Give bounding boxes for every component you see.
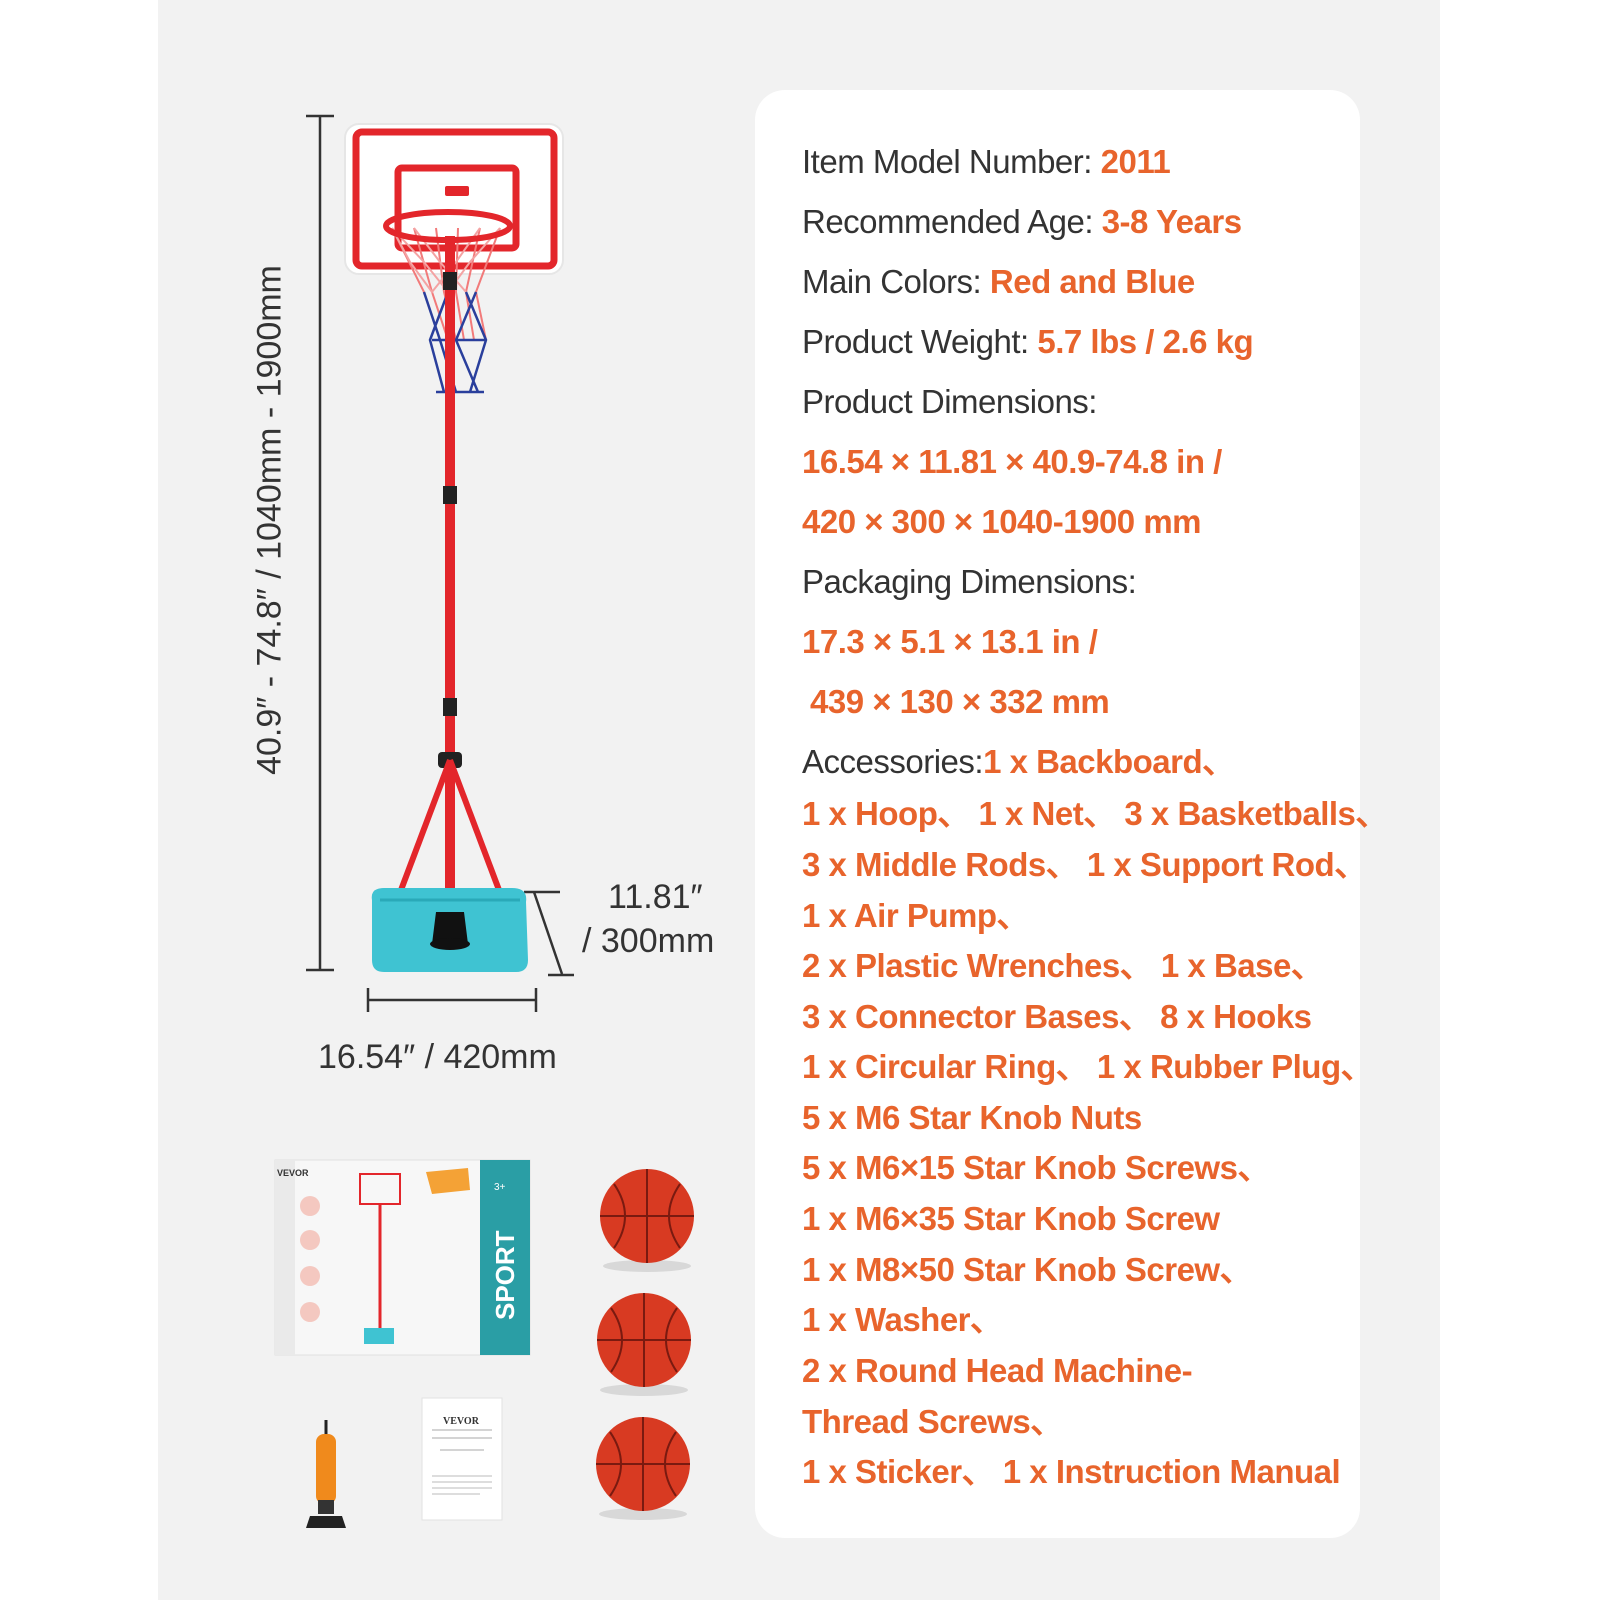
box-sport-text: SPORT (490, 1230, 520, 1320)
accessory-line: 2 x Round Head Machine- (802, 1352, 1193, 1389)
product-weight-label: Product Weight: (802, 323, 1029, 360)
accessories-first: 1 x Backboard、 (983, 743, 1235, 780)
teal-base (371, 888, 528, 972)
air-pump-image (306, 1420, 346, 1528)
accessory-line: 1 x Hoop、 1 x Net、 3 x Basketballs、 (802, 795, 1388, 832)
recommended-age-label: Recommended Age: (802, 203, 1094, 240)
model-number-label: Item Model Number: (802, 143, 1092, 180)
product-dimensions-label: Product Dimensions: (802, 383, 1097, 420)
accessory-line: 5 x M6 Star Knob Nuts (802, 1099, 1142, 1136)
product-weight-row: Product Weight: 5.7 lbs / 2.6 kg (802, 322, 1362, 362)
accessory-line: 2 x Plastic Wrenches、 1 x Base、 (802, 947, 1324, 984)
width-dimension-line (366, 988, 538, 1012)
recommended-age-row: Recommended Age: 3-8 Years (802, 202, 1362, 242)
packaging-dimensions-mm: 439 × 130 × 332 mm (810, 683, 1110, 720)
main-colors-row: Main Colors: Red and Blue (802, 262, 1362, 302)
accessory-line: 1 x Circular Ring、 1 x Rubber Plug、 (802, 1048, 1374, 1085)
accessory-line: 3 x Middle Rods、 1 x Support Rod、 (802, 846, 1367, 883)
accessory-line: Thread Screws、 (802, 1403, 1063, 1440)
recommended-age-value: 3-8 Years (1101, 203, 1242, 240)
product-dimensions-mm: 420 × 300 × 1040-1900 mm (802, 503, 1202, 540)
box-age-badge: 3+ (494, 1182, 506, 1193)
accessory-line: 1 x Sticker、 1 x Instruction Manual (802, 1453, 1341, 1490)
packaging-box-image (274, 1159, 531, 1356)
accessories-row: Accessories:1 x Backboard、 (802, 742, 1362, 782)
accessory-line: 1 x M8×50 Star Knob Screw、 (802, 1251, 1253, 1288)
instruction-manual-image (421, 1397, 503, 1521)
support-legs (395, 758, 505, 900)
depth-mm-label: / 300mm (582, 922, 715, 960)
main-colors-label: Main Colors: (802, 263, 982, 300)
basketball-3 (596, 1417, 690, 1520)
model-number-row: Item Model Number: 2011 (802, 142, 1362, 182)
accessory-line: 3 x Connector Bases、 8 x Hooks (802, 998, 1312, 1035)
packaging-dimensions-inches: 17.3 × 5.1 × 13.1 in / (802, 623, 1098, 660)
depth-inch-label: 11.81″ (608, 878, 703, 916)
height-dimension-line (306, 114, 334, 972)
model-number-value: 2011 (1100, 143, 1171, 180)
product-dimensions-inches: 16.54 × 11.81 × 40.9-74.8 in / (802, 443, 1222, 480)
accessory-line: 1 x Washer、 (802, 1301, 1003, 1338)
product-weight-value: 5.7 lbs / 2.6 kg (1037, 323, 1254, 360)
accessory-line: 1 x Air Pump、 (802, 897, 1030, 934)
accessory-line: 5 x M6×15 Star Knob Screws、 (802, 1149, 1270, 1186)
spec-card (755, 90, 1360, 1538)
basketball-2 (597, 1293, 691, 1396)
packaging-dimensions-label: Packaging Dimensions: (802, 563, 1137, 600)
depth-dimension-line (524, 890, 574, 977)
height-dimension-label: 40.9″ - 74.8″ / 1040mm - 1900mm (250, 265, 289, 775)
basketball-1 (600, 1169, 694, 1272)
manual-brand-text: VEVOR (443, 1416, 480, 1427)
accessories-label: Accessories: (802, 743, 984, 780)
pole (438, 236, 462, 916)
basketball-net (391, 227, 501, 394)
main-colors-value: Red and Blue (989, 263, 1195, 300)
accessory-line: 1 x M6×35 Star Knob Screw (802, 1200, 1220, 1237)
width-dimension-label: 16.54″ / 420mm (318, 1038, 557, 1076)
box-brand-text: VEVOR (277, 1168, 309, 1178)
